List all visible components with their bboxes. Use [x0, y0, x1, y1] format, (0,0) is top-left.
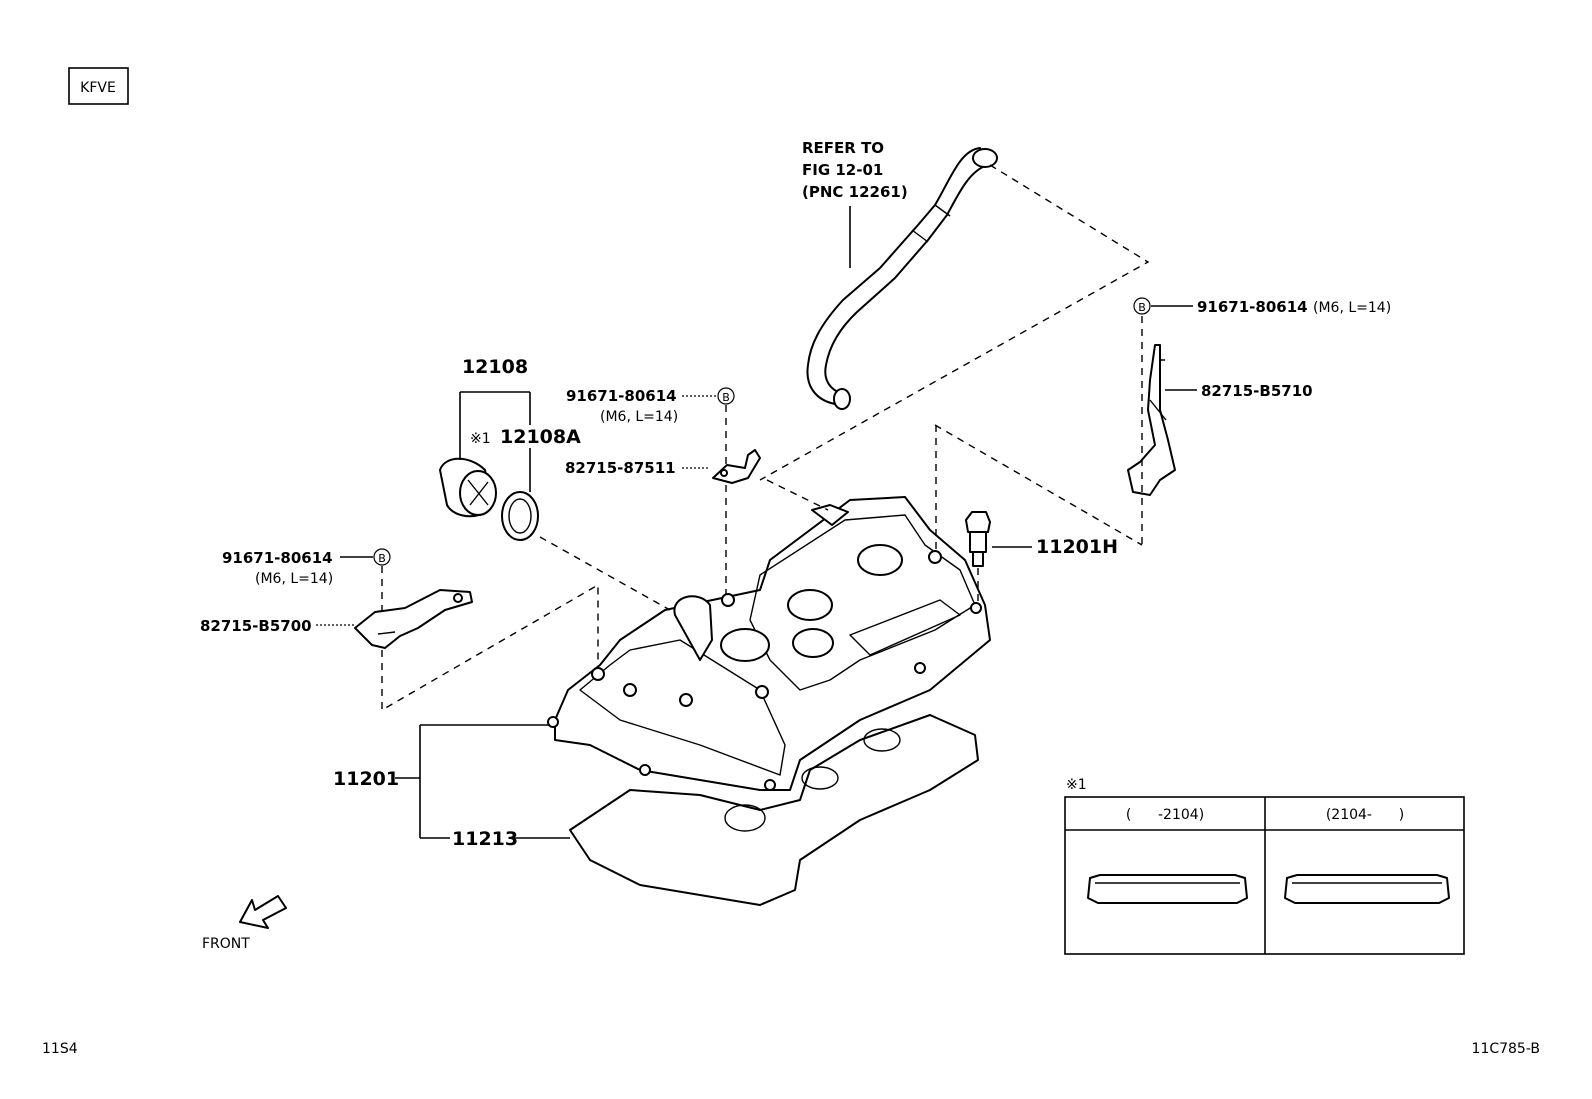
hose-note-line1: REFER TO — [802, 139, 884, 157]
circle-b-left-label: B — [378, 552, 386, 565]
front-arrow-icon — [239, 895, 287, 929]
hose-note-line3: (PNC 12261) — [802, 183, 908, 201]
gasket-variant-old — [1087, 874, 1248, 904]
bracket-left — [354, 589, 473, 649]
table-col2-header: (2104- ) — [1326, 807, 1404, 823]
valve-cover — [547, 496, 991, 791]
gasket-part: 11213 — [452, 828, 518, 850]
hose-note-line2: FIG 12-01 — [802, 161, 883, 179]
stud-11201h — [965, 511, 991, 567]
footer-left: 11S4 — [42, 1041, 78, 1057]
callout-12108a-mark: ※1 — [470, 431, 491, 447]
bracket-right — [1127, 344, 1176, 496]
footer-right: 11C785-B — [1472, 1041, 1540, 1057]
gasket — [569, 714, 979, 906]
table-col1-header: ( -2104) — [1126, 807, 1204, 823]
pcv-hose — [806, 147, 998, 410]
bracket-left-part: 82715-B5700 — [200, 617, 312, 635]
version-table — [1064, 796, 1465, 955]
cover-part: 11201 — [333, 768, 399, 790]
engine-code-box — [68, 67, 129, 105]
circle-b-right-label: B — [1138, 301, 1146, 314]
bolt-right-part: 91671-80614 — [1197, 298, 1308, 316]
circle-b-left — [373, 548, 391, 566]
callout-12108a: 12108A — [500, 426, 581, 448]
engine-code: KFVE — [80, 80, 116, 96]
bolt-left-spec: (M6, L=14) — [255, 571, 333, 587]
stud-part: 11201H — [1036, 536, 1118, 558]
bracket-center-part: 82715-87511 — [565, 459, 676, 477]
bolt-center-part: 91671-80614 — [566, 387, 677, 405]
oil-filler-cap — [439, 457, 497, 518]
circle-b-center — [717, 387, 735, 405]
bolt-left-part: 91671-80614 — [222, 549, 333, 567]
gasket-variant-new — [1284, 874, 1450, 904]
bracket-right-part: 82715-B5710 — [1201, 382, 1313, 400]
callout-12108: 12108 — [462, 356, 528, 378]
table-mark: ※1 — [1066, 777, 1087, 793]
circle-b-center-label: B — [722, 391, 730, 404]
filler-cap-gasket — [501, 491, 539, 541]
bracket-center — [712, 449, 761, 484]
circle-b-right — [1133, 297, 1151, 315]
bolt-center-spec: (M6, L=14) — [600, 409, 678, 425]
front-label: FRONT — [202, 936, 250, 952]
bolt-right-spec: (M6, L=14) — [1313, 300, 1391, 316]
